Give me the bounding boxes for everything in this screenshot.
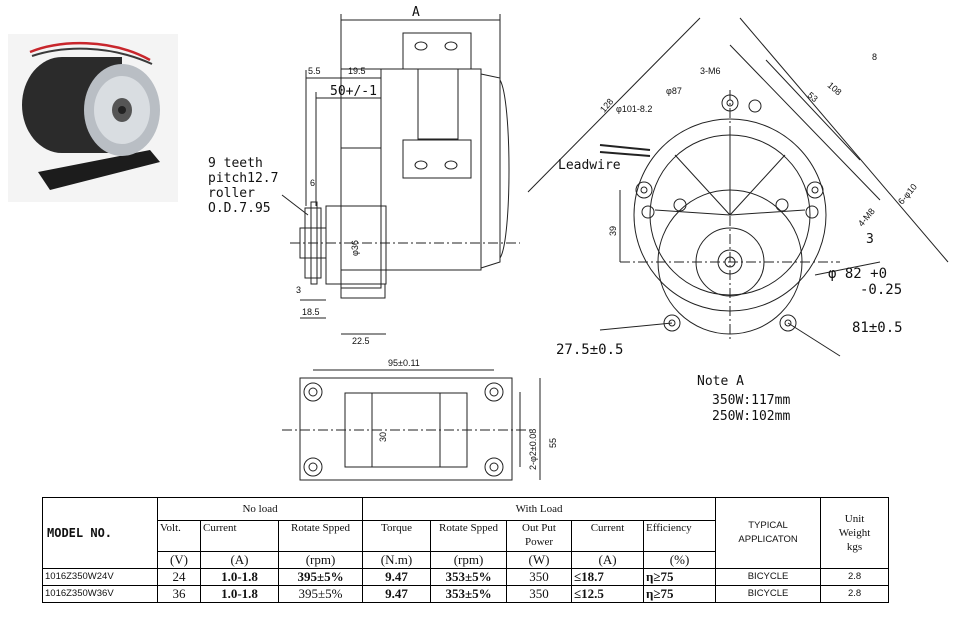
output-line-2: Power xyxy=(524,536,554,548)
dim-22-5: 22.5 xyxy=(352,336,370,346)
unit-nm: (N.m) xyxy=(362,551,432,569)
row-efficiency: η≥75 xyxy=(643,568,717,586)
row-power: 350 xyxy=(506,568,573,586)
row-current: 1.0-1.8 xyxy=(200,585,279,603)
row-rpm-withload: 353±5% xyxy=(430,568,508,586)
unit-w: (W) xyxy=(506,551,573,569)
dim-19-5: 19.5 xyxy=(348,66,366,76)
unit-v: (V) xyxy=(157,551,201,569)
row-application: BICYCLE xyxy=(715,585,822,603)
row-torque: 9.47 xyxy=(362,568,432,586)
typical-line-1: TYPICAL xyxy=(748,520,788,531)
unit-weight-line-2: Weight xyxy=(838,527,871,539)
dim-a: A xyxy=(412,5,420,20)
unit-a-2: (A) xyxy=(571,551,645,569)
row-volt: 24 xyxy=(157,568,201,586)
row-weight: 2.8 xyxy=(820,568,890,586)
row-current: 1.0-1.8 xyxy=(200,568,279,586)
dim-2-42: 2-φ2±0.08 xyxy=(528,428,538,470)
note-a-250w: 250W:102mm xyxy=(712,409,791,424)
dim-phi101: φ101-8.2 xyxy=(616,104,653,114)
motor-photo-icon xyxy=(8,34,178,202)
no-load-header: No load xyxy=(156,497,364,521)
dim-phi87: φ87 xyxy=(666,86,682,96)
dim-8: 8 xyxy=(872,52,878,62)
unit-a: (A) xyxy=(200,551,279,569)
dim-27-5: 27.5±0.5 xyxy=(556,342,624,358)
technical-drawing xyxy=(8,14,949,481)
row-efficiency: η≥75 xyxy=(643,585,717,603)
typical-line-2: APPLICATON xyxy=(738,534,798,545)
col-efficiency: Efficiency xyxy=(643,520,717,552)
note-a-350w: 350W:117mm xyxy=(712,393,791,408)
sprocket-note-1: 9 teeth xyxy=(208,156,263,171)
unit-weight-line-1: Unit xyxy=(844,513,865,525)
col-current-withload: Current xyxy=(571,520,645,552)
dim-phi36: φ36 xyxy=(350,240,360,256)
row-power: 350 xyxy=(506,585,573,603)
row-rpm-withload: 353±5% xyxy=(430,585,508,603)
sprocket-note-3: roller xyxy=(208,186,255,201)
dim-3m6: 3-M6 xyxy=(700,66,721,76)
unit-rpm: (rpm) xyxy=(277,551,364,569)
dim-39: 39 xyxy=(608,225,618,236)
table-row: 1016Z350W24V 24 1.0-1.8 395±5% 9.47 353±… xyxy=(42,568,890,586)
dim-50: 50+/-1 xyxy=(330,84,377,99)
dim-18-5: 18.5 xyxy=(302,307,320,317)
row-volt: 36 xyxy=(157,585,201,603)
row-current-withload: ≤12.5 xyxy=(571,585,645,603)
unit-rpm-2: (rpm) xyxy=(430,551,508,569)
note-a-title: Note A xyxy=(697,374,744,389)
unit-weight-header: Unit Weight kgs xyxy=(820,497,890,569)
row-model: 1016Z350W36V xyxy=(42,585,158,603)
dim-82-a: φ 82 +0 xyxy=(828,266,888,282)
col-torque: Torque xyxy=(362,520,432,552)
sprocket-note-2: pitch12.7 xyxy=(208,171,279,186)
spec-table: MODEL NO. No load With Load TYPICAL APPL… xyxy=(42,497,890,603)
col-rotate-noload: Rotate Spped xyxy=(277,520,364,552)
dim-3-right: 3 xyxy=(866,232,874,247)
row-model: 1016Z350W24V xyxy=(42,568,158,586)
unit-weight-line-3: kgs xyxy=(846,541,863,553)
model-header: MODEL NO. xyxy=(42,497,158,569)
row-torque: 9.47 xyxy=(362,585,432,603)
row-application: BICYCLE xyxy=(715,568,822,586)
row-current-withload: ≤18.7 xyxy=(571,568,645,586)
table-row: 1016Z350W36V 36 1.0-1.8 395±5% 9.47 353±… xyxy=(42,585,890,603)
row-weight: 2.8 xyxy=(820,585,890,603)
leadwire-label: Leadwire xyxy=(558,158,621,173)
dim-82-b: -0.25 xyxy=(860,282,903,298)
col-current: Current xyxy=(200,520,279,552)
dim-95: 95±0.11 xyxy=(388,358,420,368)
sprocket-note-4: O.D.7.95 xyxy=(208,201,271,216)
dim-6: 6 xyxy=(310,178,316,188)
dim-30: 30 xyxy=(378,431,388,442)
dim-5-5: 5.5 xyxy=(308,66,321,76)
table-header-row-1: MODEL NO. No load With Load TYPICAL APPL… xyxy=(42,497,890,569)
dim-55: 55 xyxy=(548,437,558,448)
typical-application-header: TYPICAL APPLICATON xyxy=(715,497,822,569)
row-rpm-noload: 395±5% xyxy=(277,585,364,603)
dim-81: 81±0.5 xyxy=(852,320,903,336)
unit-pct: (%) xyxy=(643,551,717,569)
output-line-1: Out Put xyxy=(522,522,556,534)
col-output-power: Out Put Power xyxy=(506,520,573,552)
col-volt: Volt. xyxy=(157,520,201,552)
row-rpm-noload: 395±5% xyxy=(277,568,364,586)
with-load-header: With Load xyxy=(362,497,717,521)
dim-3-left: 3 xyxy=(296,285,302,295)
col-rotate-withload: Rotate Spped xyxy=(430,520,508,552)
